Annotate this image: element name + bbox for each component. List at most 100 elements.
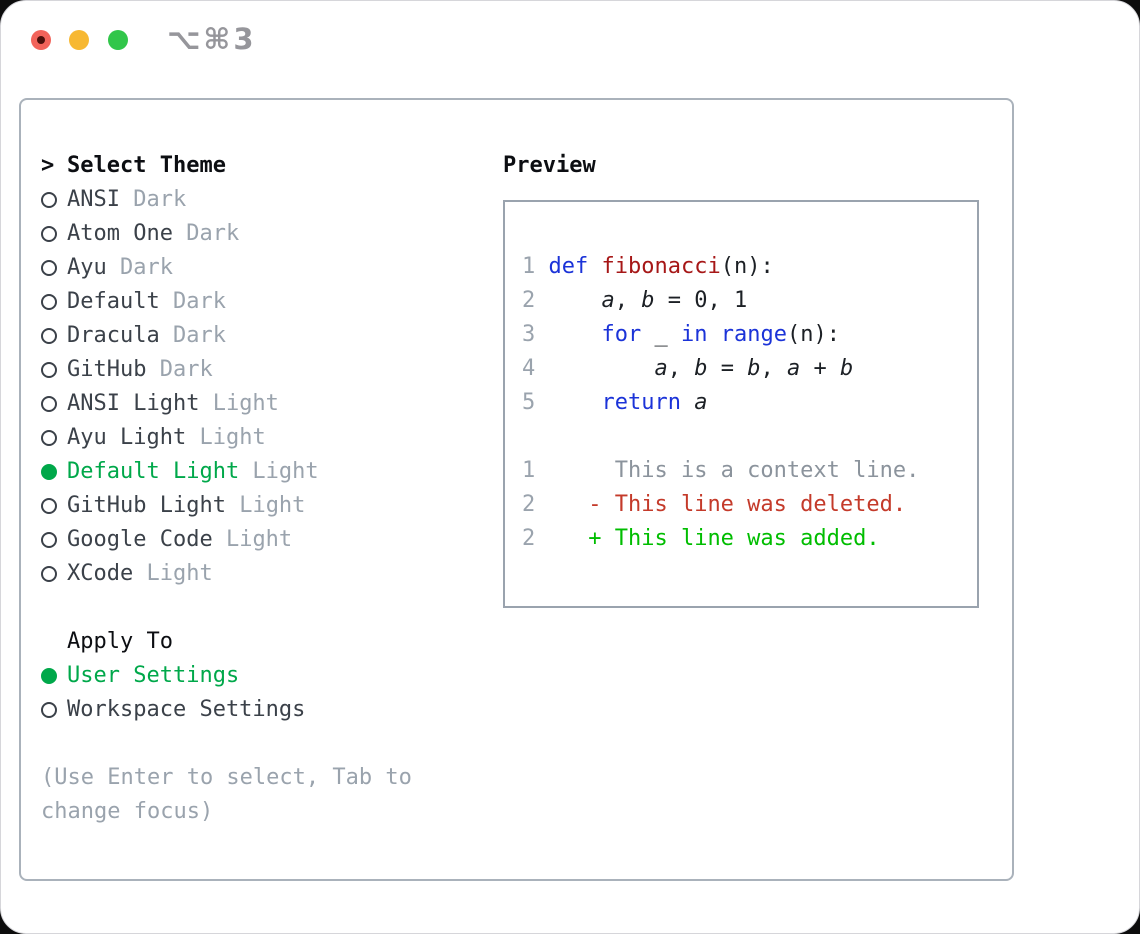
option-theme-github-light[interactable]: GitHub Light Light [41,489,503,523]
code-token: range [720,322,787,347]
line-number: 1 [522,254,549,279]
code-token [588,254,601,279]
select-theme-header: > Select Theme [41,149,503,183]
option-label: Atom One [67,221,173,246]
option-label: GitHub [67,357,147,382]
code-token [707,322,720,347]
line-number: 1 [522,458,549,483]
preview-title: Preview [503,153,596,178]
line-number: 5 [522,390,549,415]
radio-unselected-icon [41,489,67,523]
option-theme-github[interactable]: GitHub Dark [41,353,503,387]
option-label: ANSI [67,187,120,212]
option-theme-ayu-light[interactable]: Ayu Light Light [41,421,503,455]
option-label: Ayu [67,255,107,280]
code-token: , [614,288,642,313]
apply-to-spacer [41,625,67,659]
code-token: (n): [786,322,840,347]
option-theme-ansi-light[interactable]: ANSI Light Light [41,387,503,421]
radio-unselected-icon [41,251,67,285]
code-token: in [680,322,708,347]
preview-column: Preview 1 def fibonacci(n): 2 a, b = 0, … [503,149,989,608]
option-label: Workspace Settings [67,697,306,722]
diff-line: 2 + This line was added. [522,526,880,551]
option-variant-tag: Dark [159,289,226,314]
radio-selected-icon [41,659,67,693]
code-token: for [601,322,642,347]
option-theme-default[interactable]: Default Dark [41,285,503,319]
code-token [681,390,694,415]
radio-unselected-icon [41,217,67,251]
code-token [549,288,602,313]
maximize-button[interactable] [108,30,128,50]
radio-selected-icon [41,455,67,489]
line-number: 2 [522,492,549,517]
option-theme-ayu[interactable]: Ayu Dark [41,251,503,285]
focus-arrow-icon: > [41,153,55,178]
code-token: = [707,356,748,381]
option-variant-tag: Dark [172,221,240,246]
apply-to-header: Apply To [41,625,503,659]
code-token: a [786,356,801,381]
option-variant-tag: Dark [159,323,226,348]
diff-line: 1 This is a context line. [522,458,919,483]
code-line: 1 def fibonacci(n): [522,254,774,279]
option-variant-tag: Dark [106,255,173,280]
minimize-button[interactable] [69,30,89,50]
radio-unselected-icon [41,523,67,557]
option-theme-dracula[interactable]: Dracula Dark [41,319,503,353]
code-token: a [694,390,708,415]
option-variant-tag: Light [133,561,213,586]
line-number: 2 [522,288,549,313]
option-theme-ansi[interactable]: ANSI Dark [41,183,503,217]
preview-box: 1 def fibonacci(n): 2 a, b = 0, 1 3 for … [503,200,979,608]
radio-unselected-icon [41,421,67,455]
option-label: Default [67,289,160,314]
option-theme-google-code[interactable]: Google Code Light [41,523,503,557]
option-variant-tag: Light [199,391,279,416]
radio-unselected-icon [41,693,67,727]
code-token: - This line was deleted. [548,492,907,517]
code-line: 3 for _ in range(n): [522,322,840,347]
option-label: ANSI Light [67,391,200,416]
code-token: This is a context line. [548,458,920,483]
option-theme-default-light[interactable]: Default Light Light [41,455,503,489]
option-apply-user-settings[interactable]: User Settings [41,659,503,693]
code-token: def [548,254,589,279]
code-line: 4 a, b = b, a + b [522,356,853,381]
code-token: a [601,288,615,313]
option-label: Dracula [67,323,160,348]
option-variant-tag: Dark [119,187,187,212]
code-token [549,390,602,415]
close-button[interactable] [31,30,51,50]
code-token: (n): [720,254,774,279]
option-variant-tag: Dark [146,357,213,382]
window-title: ⌥⌘3 [167,22,257,56]
radio-unselected-icon [41,319,67,353]
option-apply-workspace-settings[interactable]: Workspace Settings [41,693,503,727]
code-token: = 0, 1 [654,288,748,313]
option-label: GitHub Light [67,493,226,518]
option-label: Ayu Light [67,425,187,450]
code-token: b [747,356,761,381]
close-dot-icon [37,36,45,44]
code-token [549,322,602,347]
code-token: b [839,356,854,381]
titlebar: ⌥⌘3 [1,1,1139,79]
option-label: XCode [67,561,134,586]
radio-unselected-icon [41,183,67,217]
option-theme-atom-one[interactable]: Atom One Dark [41,217,503,251]
code-token: + [800,356,840,381]
radio-unselected-icon [41,387,67,421]
code-line: 2 a, b = 0, 1 [522,288,747,313]
option-label: User Settings [67,663,240,688]
code-token: _ [641,322,681,347]
option-label: Google Code [67,527,213,552]
option-theme-xcode[interactable]: XCode Light [41,557,503,591]
